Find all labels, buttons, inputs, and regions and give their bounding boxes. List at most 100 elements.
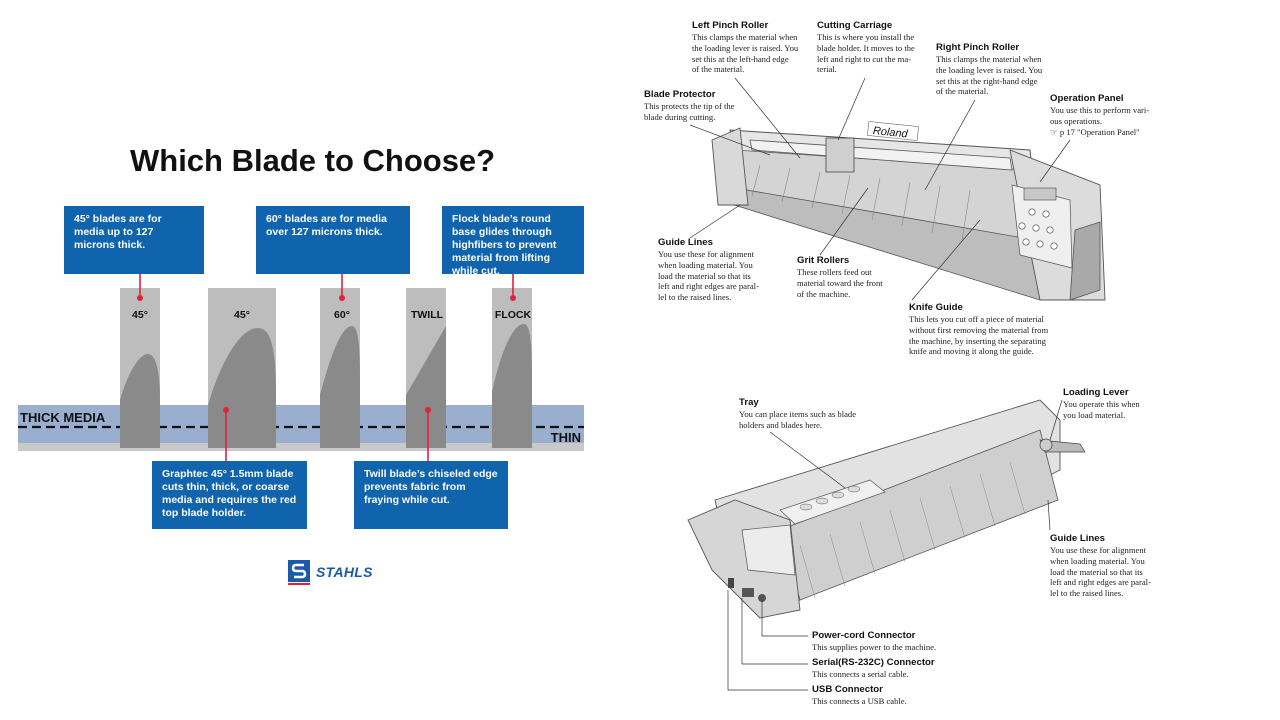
- serial-connector-callout: Serial(RS-232C) Connector This connects …: [812, 657, 972, 680]
- callout-line: left and right edges are paral-: [658, 281, 759, 292]
- callout-line: when loading material. You: [1050, 555, 1145, 566]
- callout-line: lel to the raised lines.: [658, 292, 732, 303]
- callout-line: material toward the front: [797, 277, 883, 288]
- callout-line: You can place items such as blade: [739, 409, 857, 419]
- cutting-carriage-callout: Cutting Carriage This is where you insta…: [817, 20, 935, 75]
- callout-line: ☞ p 17 "Operation Panel": [1050, 126, 1140, 137]
- blade-label: 45°: [132, 309, 148, 321]
- callout-title: Guide Lines: [1050, 533, 1105, 544]
- blade-45-wide: [208, 288, 276, 448]
- callout-line: This protects the tip of the: [644, 101, 735, 111]
- callout-line: These rollers feed out: [797, 267, 872, 277]
- operation-panel-callout: Operation Panel You use this to perform …: [1050, 93, 1176, 137]
- callout-line: left and right to cut the ma-: [817, 53, 912, 64]
- callout-line: load the material so that its: [658, 270, 751, 281]
- thin-media-label: THIN: [551, 430, 581, 445]
- callout-line: This supplies power to the machine.: [812, 642, 937, 652]
- callout-line: You use these for alignment: [1050, 545, 1147, 555]
- callout-60-blade: 60° blades are for media over 127 micron…: [256, 206, 410, 274]
- blade-label: TWILL: [411, 309, 444, 321]
- callout-line: holders and blades here.: [739, 419, 823, 430]
- callout-line: This connects a serial cable.: [812, 669, 909, 679]
- callout-line: This is where you install the: [817, 32, 915, 42]
- callout-line: You use this to perform vari-: [1050, 105, 1150, 115]
- loading-lever-callout: Loading Lever You operate this when you …: [1063, 387, 1173, 421]
- blade-guide-panel: Which Blade to Choose?: [0, 0, 600, 720]
- callout-connectors: [139, 274, 514, 461]
- right-pinch-roller-callout: Right Pinch Roller This clamps the mater…: [936, 42, 1060, 97]
- knife-guide-callout: Knife Guide This lets you cut off a piec…: [909, 302, 1074, 357]
- callout-line: set this at the right-hand edge: [936, 75, 1038, 86]
- callout-title: Power-cord Connector: [812, 630, 916, 641]
- callout-title: Left Pinch Roller: [692, 20, 769, 31]
- cutter-machine-bottom: [687, 399, 1086, 619]
- callout-line: terial.: [817, 64, 837, 75]
- callout-twill-blade: Twill blade’s chiseled edge prevents fab…: [354, 461, 508, 529]
- callout-line: ous operations.: [1050, 115, 1103, 126]
- grit-rollers-callout: Grit Rollers These rollers feed out mate…: [797, 255, 907, 299]
- callout-line: blade during cutting.: [644, 111, 716, 122]
- callout-line: lel to the raised lines.: [1050, 588, 1124, 599]
- blade-label: FLOCK: [495, 309, 532, 321]
- blade-45-narrow: [120, 288, 160, 448]
- callout-line: You operate this when: [1063, 399, 1140, 409]
- callout-line: This clamps the material when: [692, 32, 798, 42]
- callout-dots: [137, 295, 516, 413]
- callout-title: Guide Lines: [658, 237, 713, 248]
- callout-title: Cutting Carriage: [817, 20, 893, 31]
- callout-flock-blade: Flock blade’s round base glides through …: [442, 206, 584, 274]
- blade-twill: [406, 288, 446, 448]
- callout-title: Serial(RS-232C) Connector: [812, 657, 935, 668]
- top-leader-lines: [689, 77, 1071, 301]
- blade-60: [320, 288, 360, 448]
- callout-line: left and right edges are paral-: [1050, 577, 1151, 588]
- guide-lines-callout-top: Guide Lines You use these for alignment …: [658, 237, 778, 303]
- callout-title: USB Connector: [812, 684, 883, 695]
- callout-line: load the material so that its: [1050, 566, 1143, 577]
- callout-line: set this at the left-hand edge: [692, 53, 789, 64]
- callout-line: the loading lever is raised. You: [936, 64, 1043, 75]
- callout-line: of the material.: [692, 64, 745, 75]
- callout-line: the loading lever is raised. You: [692, 42, 799, 53]
- thick-media-label: THICK MEDIA: [20, 410, 106, 425]
- callout-line: of the machine.: [797, 288, 851, 299]
- callout-45-blade: 45° blades are for media up to 127 micro…: [64, 206, 204, 274]
- callout-line: the machine, by inserting the separating: [909, 335, 1046, 346]
- stahls-logo-icon: [288, 560, 310, 585]
- tray-callout: Tray You can place items such as blade h…: [739, 397, 889, 431]
- callout-line: blade holder. It moves to the: [817, 42, 915, 53]
- cutter-machine-top: Roland: [711, 121, 1106, 301]
- callout-line: knife and moving it along the guide.: [909, 346, 1034, 357]
- blade-diagram: 45° 45° 60° TWILL FLOCK THICK MEDIA THIN: [18, 274, 584, 461]
- callout-line: without first removing the material from: [909, 324, 1049, 335]
- blade-flock: [492, 288, 532, 448]
- callout-line: when loading material. You: [658, 259, 753, 270]
- power-cord-callout: Power-cord Connector This supplies power…: [812, 630, 972, 653]
- blade-guide-title: Which Blade to Choose?: [130, 143, 496, 178]
- callout-line: This lets you cut off a piece of materia…: [909, 314, 1044, 324]
- callout-title: Grit Rollers: [797, 255, 850, 266]
- left-pinch-roller-callout: Left Pinch Roller This clamps the materi…: [692, 20, 812, 75]
- media-band: [18, 405, 584, 443]
- media-base: [18, 443, 584, 451]
- callout-title: Loading Lever: [1063, 387, 1129, 398]
- usb-connector-callout: USB Connector This connects a USB cable.: [812, 684, 972, 707]
- callout-title: Blade Protector: [644, 89, 716, 100]
- callout-title: Tray: [739, 397, 759, 408]
- blade-protector-callout: Blade Protector This protects the tip of…: [644, 89, 754, 123]
- callout-title: Operation Panel: [1050, 93, 1124, 104]
- blade-label: 45°: [234, 309, 250, 321]
- callout-line: This connects a USB cable.: [812, 696, 907, 706]
- callout-title: Right Pinch Roller: [936, 42, 1020, 53]
- callout-line: This clamps the material when: [936, 54, 1042, 64]
- callout-graphtec-blade: Graphtec 45° 1.5mm blade cuts thin, thic…: [152, 461, 307, 529]
- bottom-leader-lines: [727, 399, 1063, 691]
- roland-brand: Roland: [872, 125, 909, 141]
- stahls-logo-text: STAHLS: [316, 564, 373, 580]
- callout-line: You use these for alignment: [658, 249, 755, 259]
- guide-lines-callout-bottom: Guide Lines You use these for alignment …: [1050, 533, 1175, 599]
- blade-label: 60°: [334, 309, 350, 321]
- callout-title: Knife Guide: [909, 302, 963, 313]
